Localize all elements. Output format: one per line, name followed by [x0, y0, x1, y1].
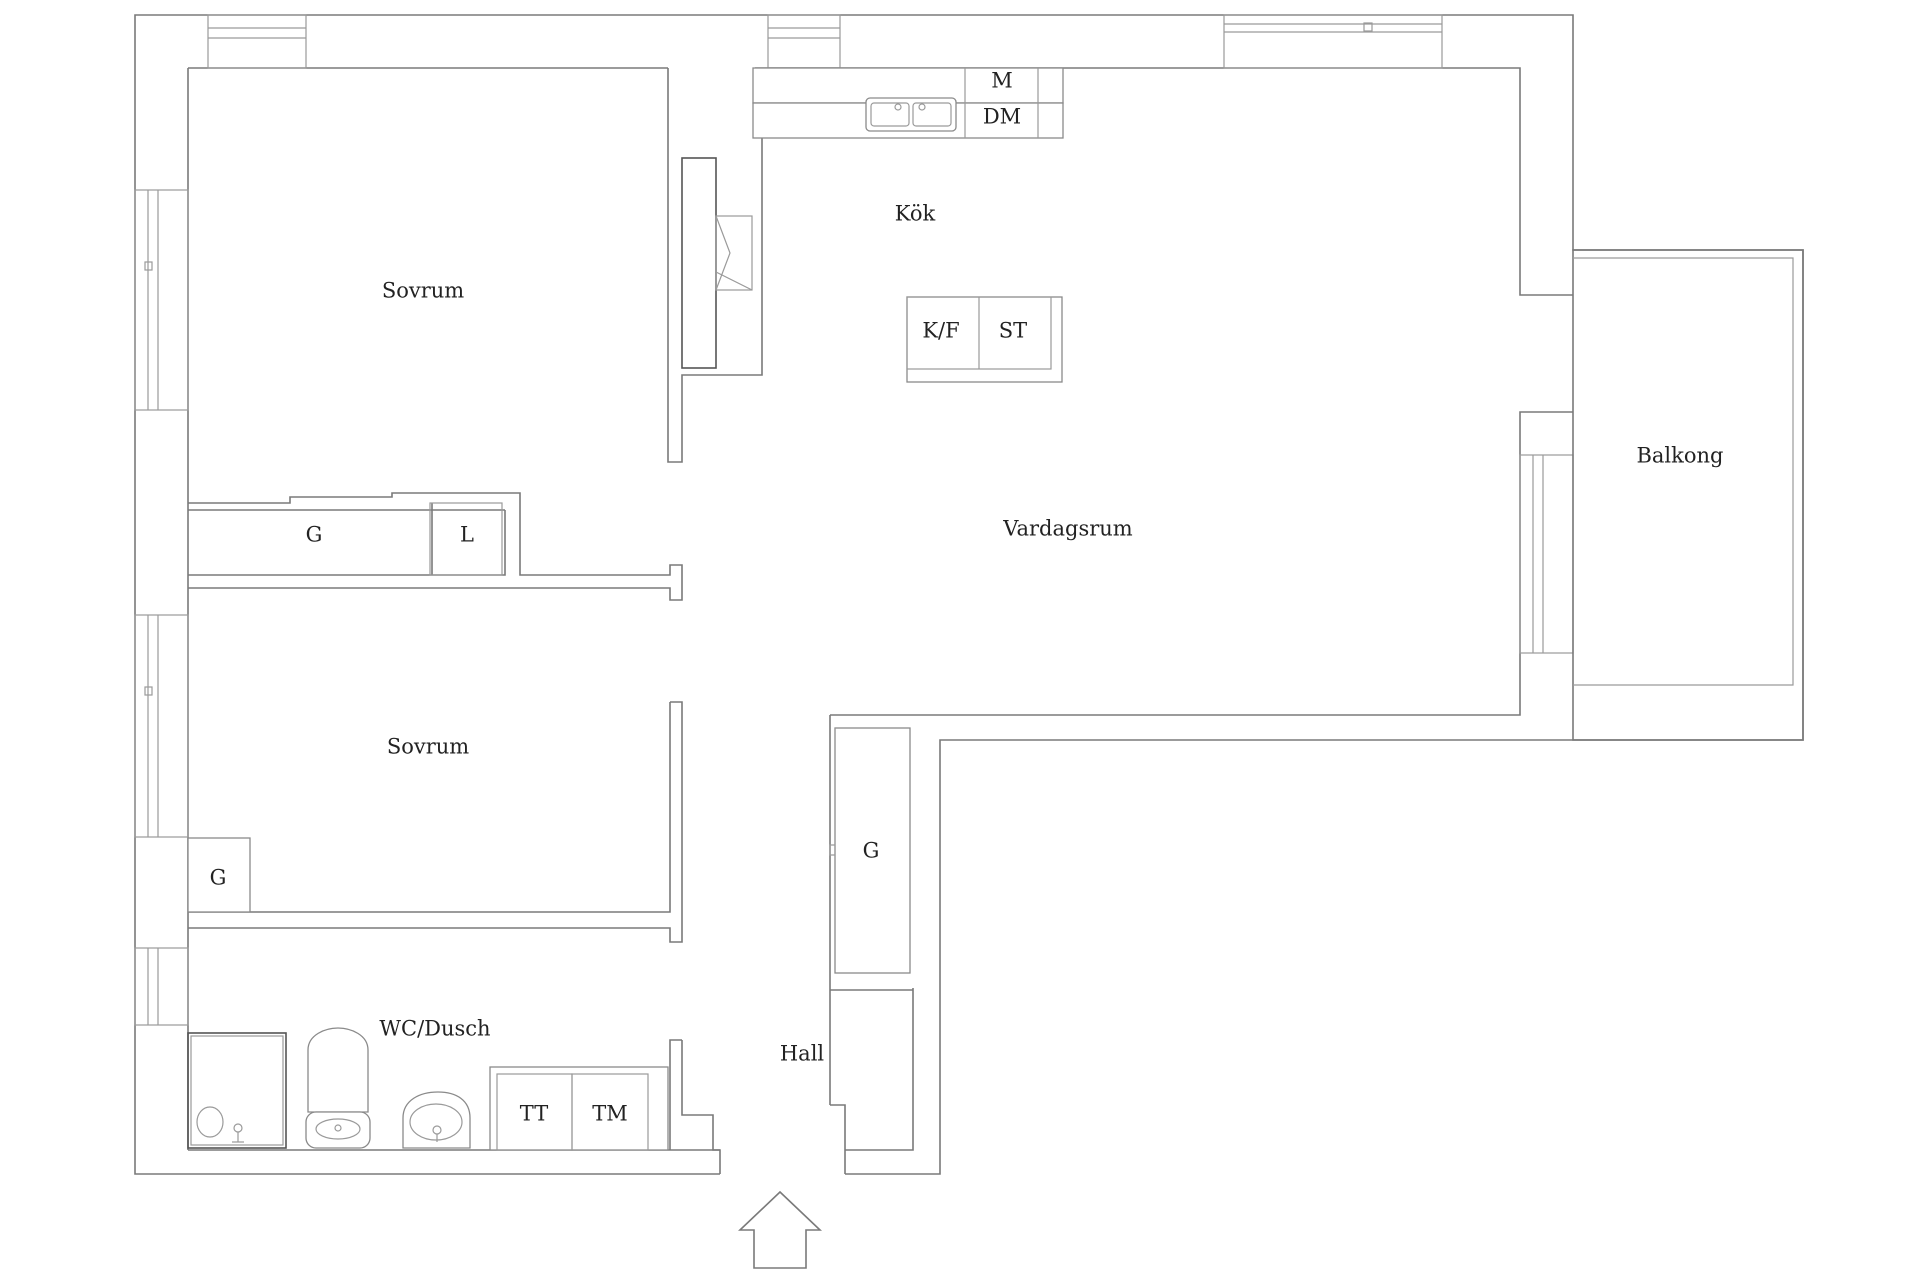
- dryer-label: TT: [520, 1102, 548, 1126]
- linen-closet-label: L: [460, 523, 474, 547]
- room-label-wc-dusch: WC/Dusch: [379, 1017, 490, 1041]
- balcony: [1572, 249, 1804, 741]
- shower-icon: [187, 1032, 287, 1149]
- room-label-hall: Hall: [780, 1042, 825, 1066]
- outer-walls: [134, 14, 1804, 1175]
- room-label-vardagsrum: Vardagsrum: [1002, 517, 1133, 541]
- microwave-label: M: [991, 69, 1013, 93]
- wardrobe-lower: [187, 837, 251, 913]
- wardrobe-upper-label: G: [306, 523, 323, 547]
- sink-icon: [865, 97, 957, 132]
- windows: [134, 14, 1574, 1026]
- room-label-balkong: Balkong: [1636, 444, 1723, 468]
- kitchen-tall-unit: [681, 157, 753, 369]
- wardrobe-hall-label: G: [863, 839, 880, 863]
- wardrobe-lower-label: G: [210, 866, 227, 890]
- room-label-sovrum-upper: Sovrum: [382, 279, 464, 303]
- room-label-kok: Kök: [895, 202, 936, 226]
- room-label-sovrum-lower: Sovrum: [387, 735, 469, 759]
- washbasin-icon: [402, 1091, 471, 1149]
- kitchen-island: [906, 296, 1063, 383]
- laundry-units: [489, 1066, 669, 1151]
- stove-label: ST: [999, 319, 1027, 343]
- fridge-freezer-label: K/F: [922, 319, 959, 343]
- wardrobe-upper: [429, 502, 503, 576]
- entrance-arrow-icon: [737, 1190, 823, 1269]
- interior-walls: [188, 68, 913, 1174]
- washer-label: TM: [592, 1102, 628, 1126]
- wardrobe-hall: [829, 727, 911, 974]
- toilet-icon: [305, 1027, 371, 1149]
- dishwasher-label: DM: [983, 105, 1021, 129]
